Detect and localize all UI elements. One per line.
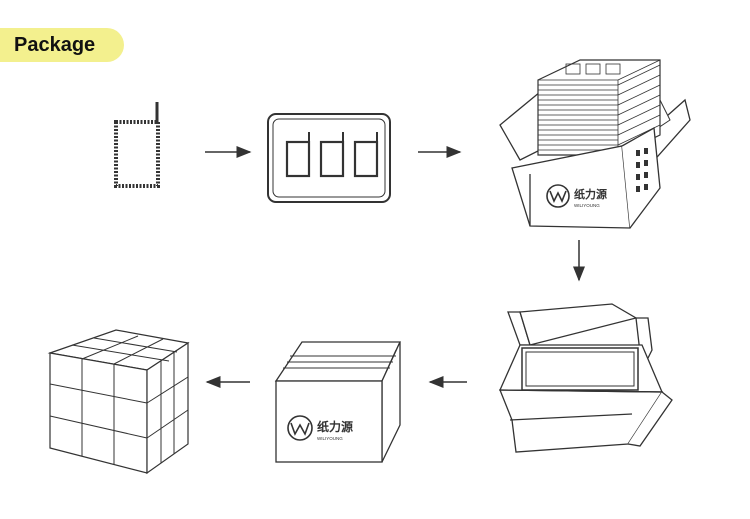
- bags-in-tray-icon: [267, 113, 391, 203]
- section-title: Package: [14, 34, 96, 56]
- bag-outline-icon: [114, 102, 160, 188]
- stacked-bags-open-box-icon: [499, 59, 691, 229]
- stacked-cartons-icon: [47, 329, 190, 475]
- section-title-tag: Package: [0, 28, 124, 62]
- brand-name-en: WILIYOUNG: [574, 203, 600, 208]
- sealed-box-icon: [274, 341, 402, 463]
- brand-name-cn: 纸力源: [317, 419, 353, 434]
- brand-name-cn: 纸力源: [574, 187, 607, 201]
- brand-name-en: WILIYOUNG: [317, 436, 343, 441]
- brand-logo: [546, 184, 570, 208]
- open-box-with-liner-icon: [499, 303, 673, 453]
